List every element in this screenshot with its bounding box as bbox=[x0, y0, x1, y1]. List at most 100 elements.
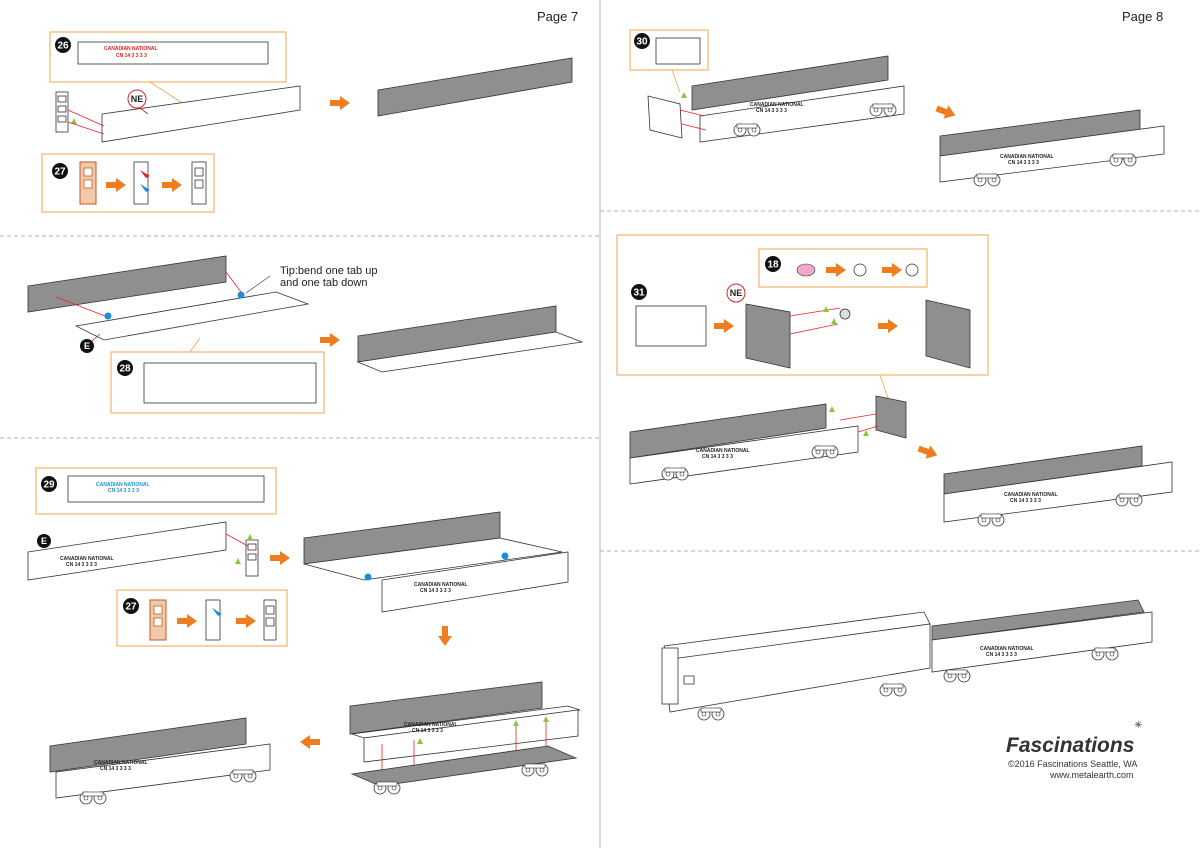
car-name-30r: CANADIAN NATIONAL bbox=[1000, 154, 1054, 160]
car-name-29: CANADIAN NATIONAL bbox=[96, 482, 150, 488]
car-end-panel-install: CANADIAN NATIONAL CN 14 3 3 3 3 CANADIAN… bbox=[629, 395, 1173, 526]
brand-url: www.metalearth.com bbox=[1049, 770, 1134, 780]
floor-result-28 bbox=[356, 331, 584, 373]
end-panel-30 bbox=[647, 95, 683, 139]
floor-29r bbox=[303, 537, 563, 581]
side-30r bbox=[939, 125, 1165, 183]
asterisk-icon: ✳ bbox=[1134, 720, 1142, 731]
arrow-31 bbox=[916, 442, 940, 462]
step-27-box-top bbox=[41, 153, 215, 213]
brand-logo: Fascinations bbox=[1006, 734, 1134, 757]
side-panel-flat-26 bbox=[77, 41, 269, 65]
side-panel-26 bbox=[101, 85, 301, 143]
ne-label-31: NE bbox=[730, 288, 743, 298]
car-name-29b: CANADIAN NATIONAL bbox=[60, 556, 114, 562]
gondola-side-final bbox=[931, 611, 1153, 673]
arrow-29 bbox=[270, 551, 290, 565]
side-wall-assembly bbox=[349, 681, 543, 735]
side-31 bbox=[629, 425, 859, 485]
front-side-assembly bbox=[363, 709, 579, 763]
brand-block: Fascinations ✳ ©2016 Fascinations Seattl… bbox=[1006, 720, 1142, 780]
e-label-29: E bbox=[41, 536, 47, 546]
step-28-detail-box bbox=[110, 351, 325, 414]
step-28-group: Tip:bend one tab up and one tab down E 2… bbox=[27, 255, 584, 414]
end-panel-flat-31 bbox=[635, 305, 707, 347]
side-31r bbox=[943, 461, 1173, 523]
step-27-group-top: 27 bbox=[41, 153, 215, 213]
tip-line-2: and one tab down bbox=[280, 277, 367, 289]
end-panel-31 bbox=[745, 303, 791, 369]
side-panel-flat-29 bbox=[67, 475, 265, 503]
step-31-detail-box bbox=[616, 234, 989, 376]
end-panel-31r bbox=[925, 299, 971, 369]
step-31-number: 31 bbox=[633, 288, 645, 299]
chassis-assembly: CANADIAN NATIONAL CN 14 3 3 3 3 bbox=[300, 681, 581, 794]
wall-31 bbox=[629, 403, 827, 459]
car-name-29r: CANADIAN NATIONAL bbox=[414, 582, 468, 588]
car-number-31r: CN 14 3 3 3 3 bbox=[1010, 498, 1041, 504]
car-name-31: CANADIAN NATIONAL bbox=[696, 448, 750, 454]
chassis-deck bbox=[350, 745, 578, 787]
step-29-detail-box bbox=[35, 467, 277, 515]
car-number-26: CN 14 3 3 3 3 bbox=[116, 53, 147, 59]
arrow-26 bbox=[330, 96, 350, 110]
car-number-29: CN 14 3 3 3 3 bbox=[108, 488, 139, 494]
arrow-30 bbox=[934, 102, 958, 122]
car-name-26: CANADIAN NATIONAL bbox=[104, 46, 158, 52]
car-name-30: CANADIAN NATIONAL bbox=[750, 102, 804, 108]
step-28-number: 28 bbox=[119, 364, 131, 375]
car-number-final: CN 14 3 3 3 3 bbox=[986, 652, 1017, 658]
step-30-detail-box bbox=[629, 29, 709, 71]
step-30-number: 30 bbox=[636, 37, 648, 48]
step-31-group: 31 NE 18 bbox=[616, 234, 989, 399]
step-18-number: 18 bbox=[767, 260, 779, 271]
arrow-28 bbox=[320, 333, 340, 347]
step-27-number-top: 27 bbox=[54, 167, 66, 178]
step-26-number: 26 bbox=[57, 41, 69, 52]
car-number-complete-left: CN 14 3 3 3 3 bbox=[100, 766, 131, 772]
step-27-group-bottom: 27 bbox=[116, 589, 288, 647]
final-train: CANADIAN NATIONAL CN 14 3 3 3 3 bbox=[661, 599, 1153, 720]
completed-car-left: CANADIAN NATIONAL CN 14 3 3 3 3 bbox=[49, 717, 271, 804]
car-name-complete-left: CANADIAN NATIONAL bbox=[94, 760, 148, 766]
step-26-detail-box bbox=[49, 31, 287, 83]
car-number-31: CN 14 3 3 3 3 bbox=[702, 454, 733, 460]
wall-complete-left bbox=[49, 717, 247, 773]
floor-panel-28 bbox=[74, 291, 310, 341]
car-number-29b: CN 14 3 3 3 3 bbox=[66, 562, 97, 568]
step-30-group: 30 CANADIAN NATIONAL CN 14 3 3 3 3 CANAD… bbox=[629, 29, 1165, 186]
brand-copyright: ©2016 Fascinations Seattle, WA bbox=[1008, 759, 1137, 769]
step-27-number-bottom: 27 bbox=[125, 602, 137, 613]
side-wall-28 bbox=[27, 255, 227, 313]
car-number-30: CN 14 3 3 3 3 bbox=[756, 108, 787, 114]
step-29-group: 29 CANADIAN NATIONAL CN 14 3 3 3 3 E CAN… bbox=[27, 467, 569, 646]
car-name-final: CANADIAN NATIONAL bbox=[980, 646, 1034, 652]
tip-line-1: Tip:bend one tab up bbox=[280, 265, 377, 277]
step-27-box-bottom bbox=[116, 589, 288, 647]
side-panel-29 bbox=[27, 521, 227, 581]
e-label-28: E bbox=[84, 341, 90, 351]
side-complete-left bbox=[55, 743, 271, 799]
gondola-wall-final bbox=[931, 599, 1145, 641]
side-wall-result-26 bbox=[377, 57, 573, 117]
page-number-left: Page 7 bbox=[537, 9, 578, 24]
car-name-assembly: CANADIAN NATIONAL bbox=[404, 722, 458, 728]
step-29-number: 29 bbox=[43, 480, 55, 491]
arrow-left-assembly bbox=[300, 735, 320, 749]
arrow-down-29 bbox=[438, 626, 452, 646]
car-name-31r: CANADIAN NATIONAL bbox=[1004, 492, 1058, 498]
step-26-group: 26 CANADIAN NATIONAL CN 14 3 3 3 3 NE bbox=[49, 31, 573, 143]
car-number-30r: CN 14 3 3 3 3 bbox=[1008, 160, 1039, 166]
car-number-29r: CN 14 3 3 3 3 bbox=[420, 588, 451, 594]
end-panel-31-install bbox=[875, 395, 907, 439]
page-number-right: Page 8 bbox=[1122, 9, 1163, 24]
front-side-29r bbox=[381, 551, 569, 613]
step-18-detail-box bbox=[758, 248, 928, 288]
floor-assembly bbox=[351, 705, 581, 739]
ne-label-26: NE bbox=[131, 94, 144, 104]
floor-flat-28 bbox=[143, 362, 317, 404]
car-number-assembly: CN 14 3 3 3 3 bbox=[412, 728, 443, 734]
wall-30 bbox=[691, 55, 889, 111]
